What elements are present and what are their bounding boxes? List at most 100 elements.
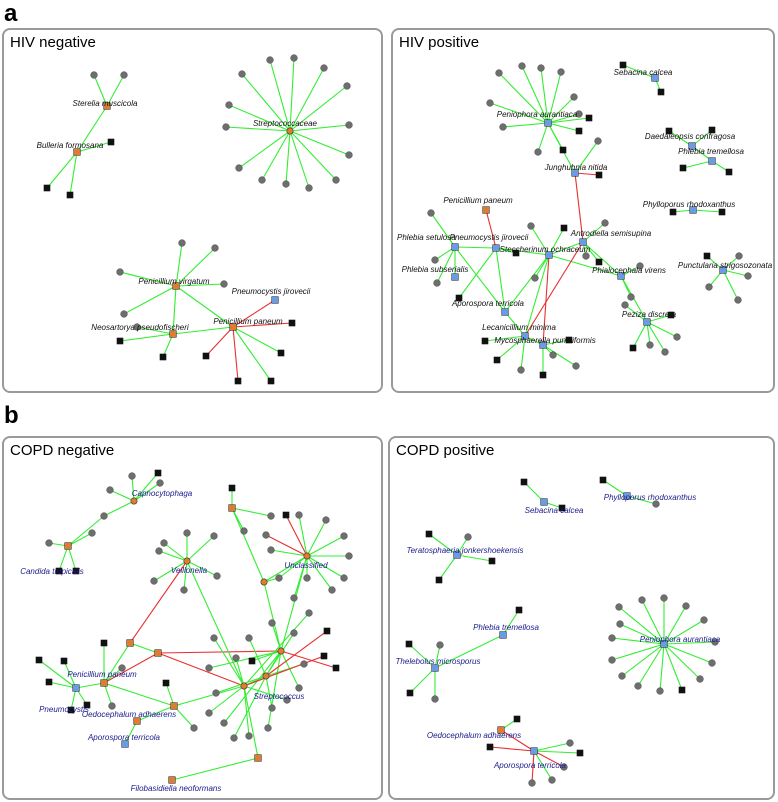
network-edge [624,304,648,323]
hub-node [544,119,552,127]
leaf-square-node [599,476,607,484]
network-edge [251,650,282,662]
leaf-circle-node [262,531,270,539]
leaf-circle-node [560,763,568,771]
hub-node [228,504,236,512]
leaf-square-node [585,114,593,122]
leaf-circle-node [673,333,681,341]
leaf-circle-node [527,222,535,230]
network-edge [171,757,259,781]
leaf-circle-node [305,609,313,617]
leaf-circle-node [549,351,557,359]
network-edge [186,560,218,577]
network-edge [269,59,291,132]
leaf-circle-node [106,486,114,494]
node-label: Punctularia strigosozonata [678,261,773,270]
leaf-square-node [513,715,521,723]
leaf-circle-node [100,512,108,520]
leaf-circle-node [638,596,646,604]
node-label: Junghuhnia nitida [544,163,608,172]
network-edge [76,105,108,153]
leaf-circle-node [548,776,556,784]
leaf-circle-node [646,341,654,349]
network-edge [520,335,526,371]
network-edge [63,660,77,689]
network-edge [70,687,77,711]
hub-node [303,552,311,560]
network-edge [58,545,69,572]
leaf-circle-node [528,779,536,787]
network-edge [289,130,350,156]
hub-node [170,702,178,710]
hub-node [286,127,294,135]
leaf-circle-node [332,176,340,184]
network-edge [306,555,333,591]
node-label: Oedocephalum adhaerens [82,710,176,719]
network-edge [263,555,308,583]
leaf-square-node [515,606,523,614]
network-edge [533,750,553,781]
node-label: Penicillium paneum [213,317,283,326]
network-edge [103,500,135,517]
leaf-circle-node [264,724,272,732]
leaf-square-node [267,377,275,385]
network-edge [602,479,628,497]
hub-node [623,492,631,500]
leaf-square-node [488,557,496,565]
network-edge [504,254,550,313]
leaf-circle-node [618,672,626,680]
hub-node [100,679,108,687]
node-label: Peniophora aurantiaca [640,635,721,644]
network-edge [271,622,282,652]
leaf-circle-node [155,547,163,555]
network-edge [129,560,188,644]
leaf-circle-node [322,516,330,524]
hub-node [521,332,529,340]
network-edge [48,681,77,689]
network-edge [574,172,600,176]
leaf-circle-node [282,180,290,188]
network-edge [67,515,105,547]
leaf-circle-node [518,62,526,70]
hub-node [617,272,625,280]
network-edge [489,746,535,752]
node-label: Aporospora terricola [87,733,161,742]
network-edge [183,560,188,591]
network-edge [646,314,672,323]
leaf-circle-node [570,93,578,101]
node-label: Antrodiella semisupina [570,229,652,238]
node-label: Steccherinum ochraceum [500,245,591,254]
network-edge [173,685,245,707]
leaf-square-node [558,504,566,512]
node-label: Phlebia setulosa [397,233,456,242]
panel-label-a: a [4,0,18,27]
leaf-circle-node [634,682,642,690]
leaf-square-node [559,146,567,154]
network-edge [502,122,549,128]
leaf-circle-node [328,586,336,594]
leaf-square-node [619,61,627,69]
hub-node [262,672,270,680]
hub-node [453,551,461,559]
network-edge [306,519,327,557]
leaf-circle-node [267,546,275,554]
leaf-square-node [405,640,413,648]
network-edge [76,141,112,153]
leaf-square-node [332,664,340,672]
leaf-circle-node [636,262,644,270]
leaf-circle-node [608,634,616,642]
node-label: Phylloporus rhodoxanthus [643,200,736,209]
leaf-circle-node [245,634,253,642]
network-edge [454,246,506,313]
network-edge [663,605,687,645]
leaf-circle-node [495,69,503,77]
leaf-circle-node [120,71,128,79]
leaf-circle-node [708,659,716,667]
leaf-square-node [60,657,68,665]
node-label: Aporospora terricola [493,761,567,770]
hub-node [482,206,490,214]
node-label: Bulleria formosana [37,141,104,150]
network-edge [289,130,337,181]
network-edge [289,67,325,132]
